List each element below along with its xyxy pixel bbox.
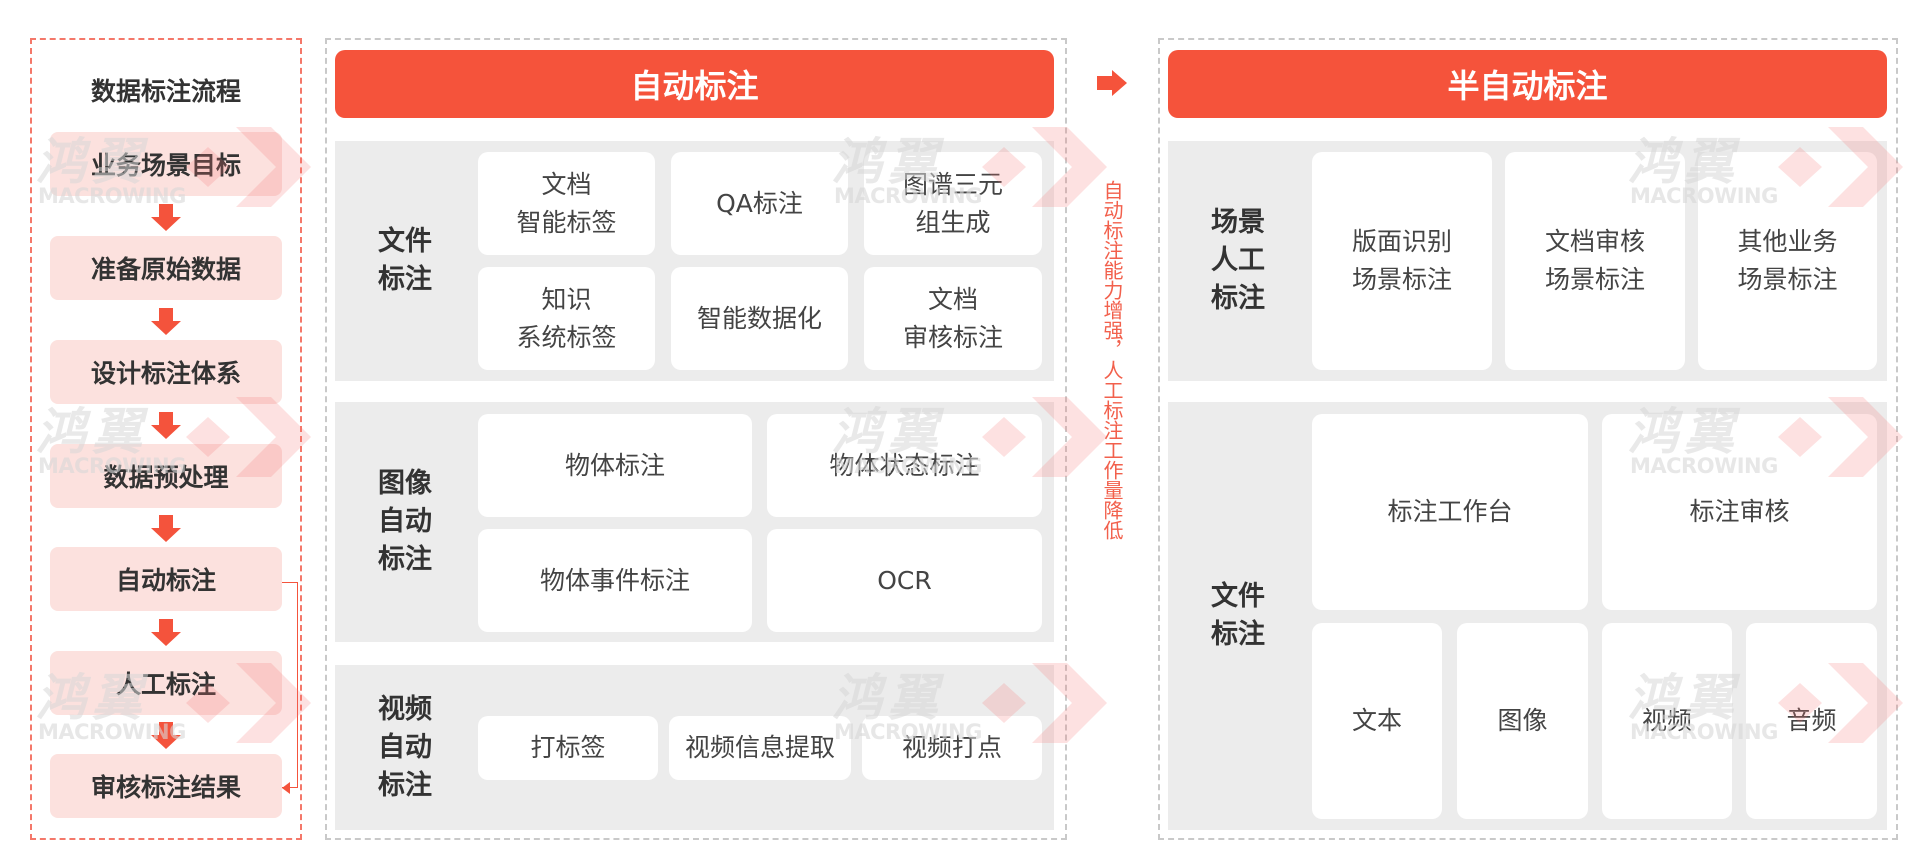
card-video: 视频 <box>1602 623 1732 819</box>
card-tagging: 打标签 <box>478 716 658 780</box>
card-knowledge-tag: 知识 系统标签 <box>478 267 655 370</box>
section-label: 图像 自动 标注 <box>378 468 432 575</box>
card-doc-review-scene: 文档审核 场景标注 <box>1505 152 1685 370</box>
step-design-schema: 设计标注体系 <box>50 340 282 404</box>
feedback-bracket <box>282 582 298 788</box>
card-kg-triple: 图谱三元 组生成 <box>864 152 1042 255</box>
capability-note: 自动标注能力增强，人工标注工作量降低 <box>1100 180 1124 540</box>
step-manual-annotation: 人工标注 <box>50 651 282 715</box>
card-text: 文本 <box>1312 623 1442 819</box>
right-arrow-icon <box>1097 70 1127 96</box>
left-arrow-icon <box>282 782 290 794</box>
card-image: 图像 <box>1457 623 1588 819</box>
card-annotation-review: 标注审核 <box>1602 414 1877 610</box>
step-preprocess: 数据预处理 <box>50 444 282 508</box>
card-smart-datafication: 智能数据化 <box>671 267 848 370</box>
card-video-info-extract: 视频信息提取 <box>669 716 851 780</box>
section-label: 文件 标注 <box>378 226 432 295</box>
process-title: 数据标注流程 <box>90 77 241 106</box>
step-review-results: 审核标注结果 <box>50 754 282 818</box>
card-video-marking: 视频打点 <box>862 716 1042 780</box>
auto-annotation-panel <box>325 38 1067 840</box>
card-ocr: OCR <box>767 529 1042 632</box>
card-object-annotation: 物体标注 <box>478 414 752 517</box>
card-audio: 音频 <box>1746 623 1877 819</box>
process-panel <box>30 38 302 840</box>
step-business-goal: 业务场景目标 <box>50 132 282 196</box>
section-label: 视频 自动 标注 <box>378 693 432 801</box>
card-other-scene: 其他业务 场景标注 <box>1698 152 1877 370</box>
card-object-event: 物体事件标注 <box>478 529 752 632</box>
card-layout-recognition: 版面识别 场景标注 <box>1312 152 1492 370</box>
section-label: 场景 人工 标注 <box>1211 207 1265 314</box>
card-doc-smart-tag: 文档 智能标签 <box>478 152 655 255</box>
card-object-state: 物体状态标注 <box>767 414 1042 517</box>
card-annotation-workbench: 标注工作台 <box>1312 414 1588 610</box>
section-label: 文件 标注 <box>1211 581 1265 650</box>
step-auto-annotation: 自动标注 <box>50 547 282 611</box>
step-prepare-data: 准备原始数据 <box>50 236 282 300</box>
auto-annotation-header: 自动标注 <box>335 50 1054 118</box>
card-doc-review: 文档 审核标注 <box>864 267 1042 370</box>
card-qa-annotation: QA标注 <box>671 152 848 255</box>
semi-auto-panel <box>1158 38 1898 840</box>
semi-auto-header: 半自动标注 <box>1168 50 1887 118</box>
